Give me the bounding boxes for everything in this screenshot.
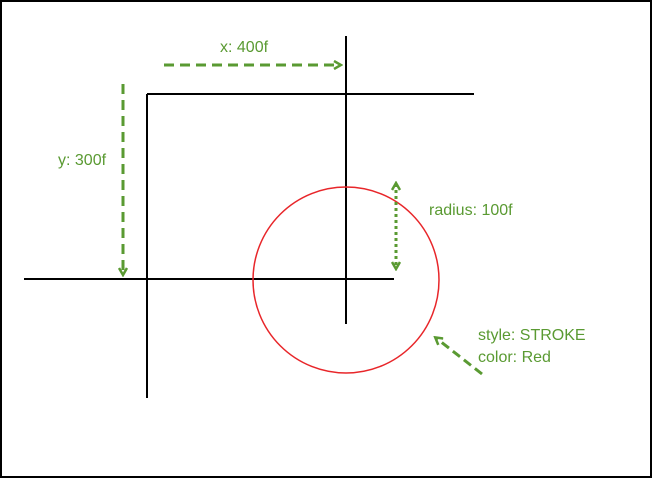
- radius-label: radius: 100f: [429, 202, 513, 219]
- x-offset-label: x: 400f: [220, 39, 269, 56]
- y-offset-label: y: 300f: [58, 152, 107, 169]
- style-label: style: STROKE: [478, 327, 586, 344]
- style-pointer-arrow: [436, 338, 483, 376]
- stroke-circle: [252, 186, 440, 374]
- color-label: color: Red: [478, 349, 551, 366]
